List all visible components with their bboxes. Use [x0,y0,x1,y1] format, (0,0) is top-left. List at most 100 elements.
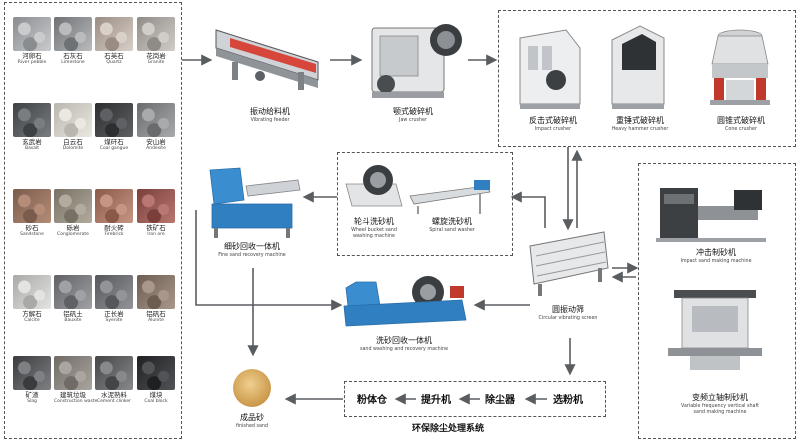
finished-sand-label: 成品砂 [239,413,264,422]
rock-photo [137,189,175,223]
impact-sand-maker-label-en: Impact sand making machine [680,259,752,264]
rock-name-en: Iron ore [147,232,165,237]
rock-photo [95,17,133,51]
rock-name-en: Dolomite [62,146,84,151]
hammer-crusher-label-en: Heavy hammer crusher [611,127,669,132]
rock-name-en: Cement clinker [96,399,131,404]
rock-name: 煤块 [149,391,163,399]
rock-name-en: Coal gangue [99,146,129,151]
rock-photo [54,17,92,51]
hammer-crusher-label: 重锤式破碎机 [616,116,664,125]
wash-recovery-label-en: sand washing and recovery machine [359,347,449,352]
rock-photo [54,356,92,390]
rock-name: 耐火砖 [104,224,124,232]
rock-name-en: Sandstone [20,232,44,237]
rock-name-en: Construction waste [54,399,98,404]
rock-name: 铝矾土 [63,310,83,318]
screen-label: 圆振动筛 [552,305,584,314]
wheel-washer-label-en2: washing machine [353,234,395,239]
rock-photo [95,103,133,137]
dust-step-classifier: 选粉机 [553,395,583,406]
rock-name-en: Alunite [148,318,164,323]
screen-label-en: Circular vibrating screen [538,316,598,321]
rock-name-en: Granite [147,60,165,65]
rock-name-en: Quartz [106,60,122,65]
rock-photo [95,189,133,223]
rock-name: 正长岩 [104,310,124,318]
finished-sand-label-en: finished sand [236,424,268,429]
rock-name-en: Firebrick [104,232,124,237]
vsi-label-en1: Variable frequency vertical shaft [681,404,759,409]
rock-photo [137,275,175,309]
rock-name: 河卵石 [22,52,42,60]
rock-name: 水泥熟料 [101,391,127,399]
rock-name-en: Calcite [24,318,40,323]
secondary-crusher-group [498,10,796,147]
rock-photo [54,103,92,137]
rock-name: 花岗岩 [146,52,166,60]
rock-name: 建筑垃圾 [60,391,86,399]
dust-system-title: 环保除尘处理系统 [412,424,485,434]
cone-crusher-label-en: Cone crusher [725,127,757,132]
rock-name-en: Limestone [61,60,85,65]
impact-sand-maker-label: 冲击制砂机 [696,248,736,257]
fine-recovery-label-en: Fine sand recovery machine [218,253,286,258]
raw-material-panel [4,2,182,439]
cone-crusher-label: 圆锥式破碎机 [717,116,765,125]
rock-photo [54,189,92,223]
rock-name: 铁矿石 [146,224,166,232]
rock-name: 白云石 [63,138,83,146]
rock-name-en: Slag [27,399,37,404]
rock-photo [13,275,51,309]
rock-name-en: Syenite [105,318,123,323]
sand-maker-group [638,163,796,439]
dust-system-box [344,381,606,417]
rock-name-en: River pebble [17,60,47,65]
rock-photo [13,17,51,51]
rock-name-en: Basalt [25,146,39,151]
spiral-washer-label-en: Spiral sand washer [429,228,475,233]
rock-photo [54,275,92,309]
feeder-label-en: Vibrating feeder [250,118,290,123]
rock-name-en: Bauxite [64,318,82,323]
spiral-washer-label: 螺旋洗砂机 [431,217,472,226]
jaw-crusher-label: 颚式破碎机 [393,107,433,116]
rock-name: 砾岩 [66,224,80,232]
rock-photo [13,356,51,390]
rock-photo [13,189,51,223]
impact-crusher-label-en: Impact crusher [534,127,572,132]
rock-name: 玄武岩 [22,138,42,146]
rock-name: 安山岩 [146,138,166,146]
jaw-crusher-label-en: Jaw crusher [399,118,427,123]
feeder-label: 振动给料机 [250,107,290,116]
impact-crusher-label: 反击式破碎机 [529,116,577,125]
dust-step-elevator: 提升机 [421,395,451,406]
vsi-label: 变频立轴制砂机 [692,393,748,402]
wheel-washer-label-en1: Wheel bucket sand [351,228,397,233]
rock-name-en: Andesite [146,146,166,151]
dust-step-collector: 除尘器 [485,395,515,406]
rock-name-en: Coal block [144,399,168,404]
rock-photo [137,356,175,390]
sand-washer-group [337,152,513,256]
rock-name: 方解石 [22,310,42,318]
